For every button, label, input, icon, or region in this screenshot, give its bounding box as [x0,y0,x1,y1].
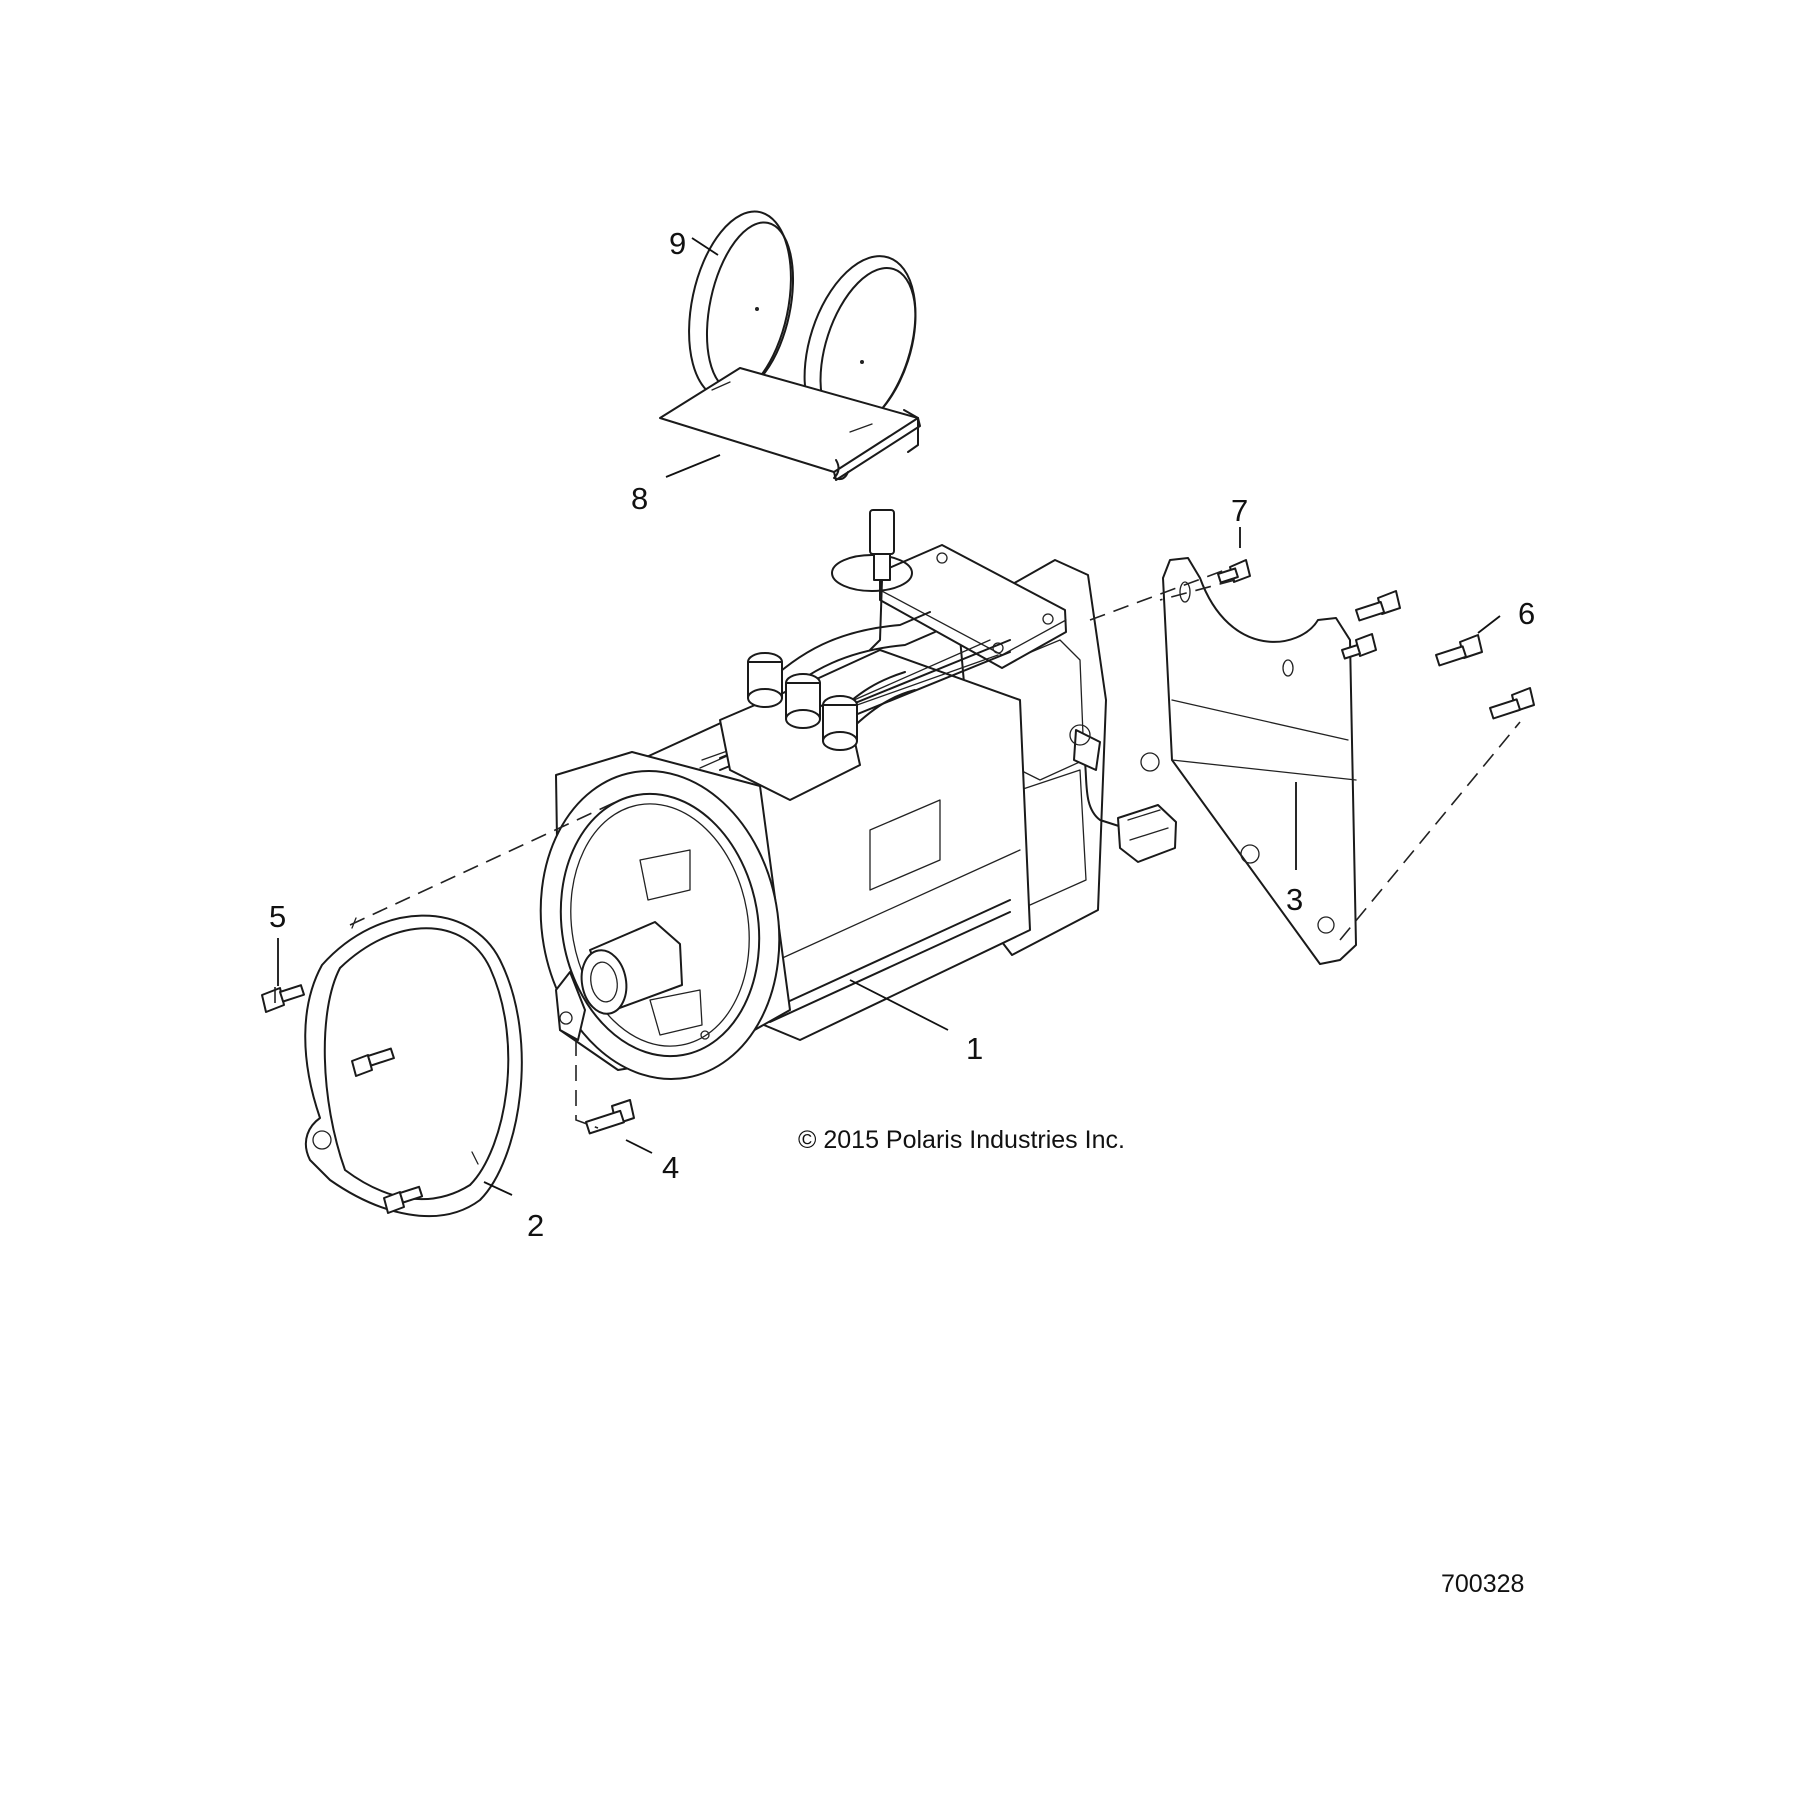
callout-1: 1 [966,1031,984,1066]
callout-9: 9 [669,226,687,261]
bracket-plate-part-8 [659,367,921,481]
bolt-cover-bottom [383,1185,424,1214]
terminal-block [719,652,861,801]
motor-assembly-part-1 [539,509,1177,1081]
callout-6: 6 [1518,596,1536,631]
assembly-lines [274,569,1521,1129]
copyright-notice: © 2015 Polaris Industries Inc. [798,1126,1125,1154]
bolt-part-5 [261,984,306,1013]
callout-8: 8 [631,481,649,516]
callout-4: 4 [662,1150,680,1185]
mount-bracket-part-3 [1140,557,1357,965]
callout-3: 3 [1286,882,1304,917]
bolt-small-right [1341,633,1377,660]
cover-gasket-part-2 [304,914,523,1218]
bolt-upper-right [1355,590,1401,622]
callout-7: 7 [1231,493,1249,528]
bolt-part-4 [584,1099,635,1135]
bolt-cover-top [351,1047,395,1077]
bolt-part-6 [1435,634,1483,667]
bolt-part-7 [1217,559,1251,584]
callout-5: 5 [269,899,287,934]
bolt-lower-right [1488,687,1535,720]
callout-2: 2 [527,1208,545,1243]
leader-lines [277,237,1501,1196]
figure-number: 700328 [1441,1570,1525,1598]
